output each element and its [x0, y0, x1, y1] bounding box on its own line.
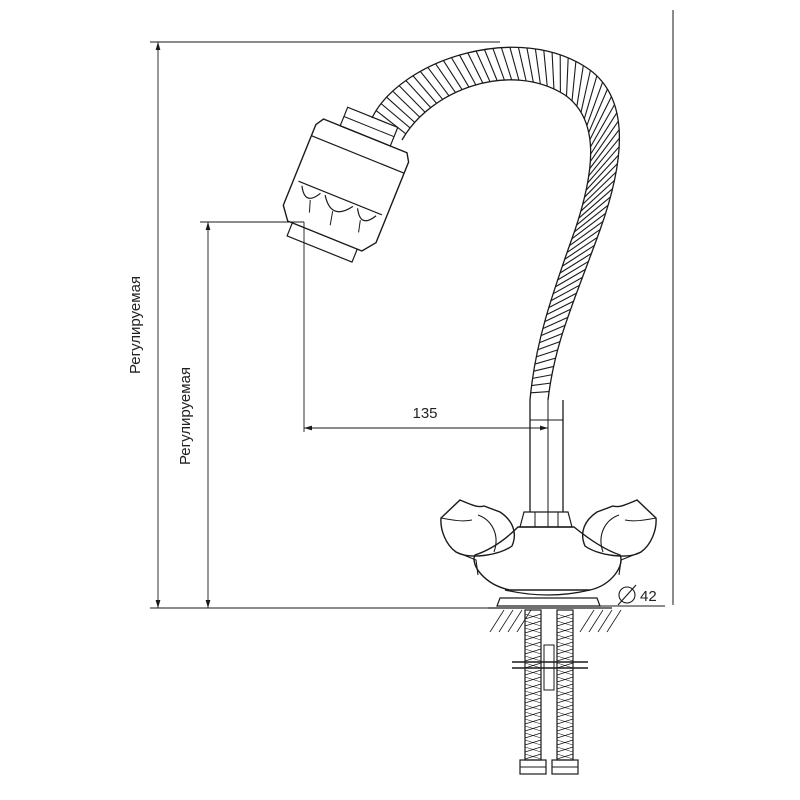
spout-height-label: Регулируемая — [177, 367, 194, 465]
total-height-label: Регулируемая — [127, 276, 144, 374]
reach-dimension: 135 — [303, 222, 549, 440]
flexible-hose — [371, 46, 621, 401]
left-handle — [440, 499, 516, 576]
countertop-section — [488, 607, 622, 633]
shower-head — [282, 106, 410, 263]
supply-hoses — [512, 609, 588, 775]
diameter-symbol-icon — [618, 586, 636, 604]
base-diameter-dimension: 42 — [600, 584, 665, 607]
base-diameter-label: 42 — [640, 588, 657, 605]
right-handle — [581, 499, 657, 576]
total-height-dimension: Регулируемая — [127, 41, 500, 609]
reach-label: 135 — [412, 405, 437, 422]
spout-height-dimension: Регулируемая — [177, 221, 304, 608]
hose-corrugation — [375, 47, 620, 394]
spout-stem — [519, 400, 573, 528]
